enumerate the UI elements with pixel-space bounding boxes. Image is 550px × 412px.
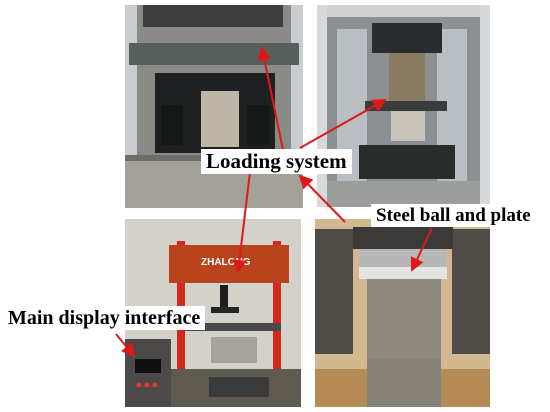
- photo-top-right-drawing: [317, 5, 490, 207]
- arrow-loading-to-topright: [299, 99, 387, 149]
- photo-bottom-right-drawing: [315, 219, 490, 407]
- arrow-loading-to-topleft: [257, 46, 284, 151]
- label-loading-system: Loading system: [201, 149, 352, 174]
- label-steel-ball-and-plate: Steel ball and plate: [371, 204, 536, 227]
- arrow-steelball-to-bottomright: [410, 227, 433, 272]
- photo-bottom-right: [315, 219, 490, 407]
- label-main-display-interface: Main display interface: [3, 306, 206, 330]
- arrow-loading-to-bottomleft: [232, 171, 251, 274]
- frame-brand-text: ZHALONG: [201, 257, 251, 268]
- arrow-display-to-console: [115, 333, 136, 358]
- arrow-steelball-to-topright: [298, 174, 346, 223]
